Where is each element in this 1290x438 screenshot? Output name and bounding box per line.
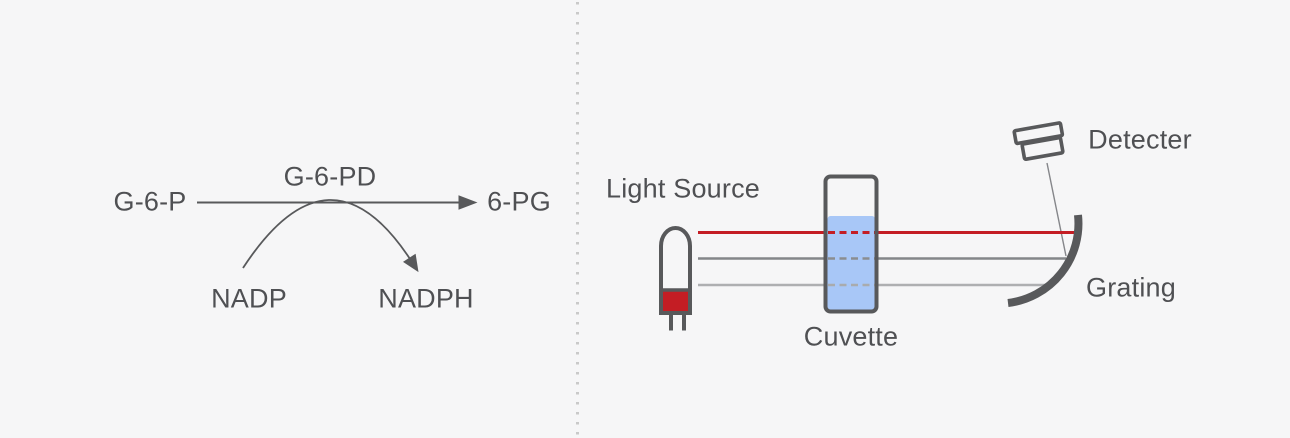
- cofactor-out-label: NADPH: [378, 283, 474, 314]
- reaction-scheme-group: [197, 195, 478, 273]
- light-source-icon: [659, 226, 692, 331]
- cofactor-arrowhead-icon: [403, 253, 419, 273]
- cuvette-body-outline: [823, 174, 879, 314]
- detector-body: [1020, 135, 1065, 162]
- cofactor-in-label: NADP: [211, 283, 287, 314]
- grating-icon: [1007, 214, 1083, 307]
- enzyme-label: G-6-PD: [283, 161, 377, 192]
- substrate-label: G-6-P: [113, 186, 187, 217]
- cuvette-liquid: [827, 216, 875, 310]
- detector-connector-line: [1046, 162, 1067, 257]
- lamp-base-fill: [662, 290, 689, 312]
- panel-divider: [576, 2, 579, 438]
- detector-icon: [1012, 121, 1065, 162]
- cofactor-arc-arrow: [242, 199, 413, 269]
- detector-label: Detecter: [1088, 124, 1192, 155]
- product-label: 6-PG: [487, 186, 551, 217]
- cuvette-label: Cuvette: [803, 321, 899, 352]
- grating-label: Grating: [1086, 272, 1176, 303]
- reaction-arrowhead-icon: [458, 195, 478, 210]
- light-source-label: Light Source: [606, 173, 760, 204]
- cuvette-icon: [823, 174, 879, 314]
- light-beams-group: [698, 231, 1075, 287]
- lamp-bulb-outline: [659, 226, 692, 315]
